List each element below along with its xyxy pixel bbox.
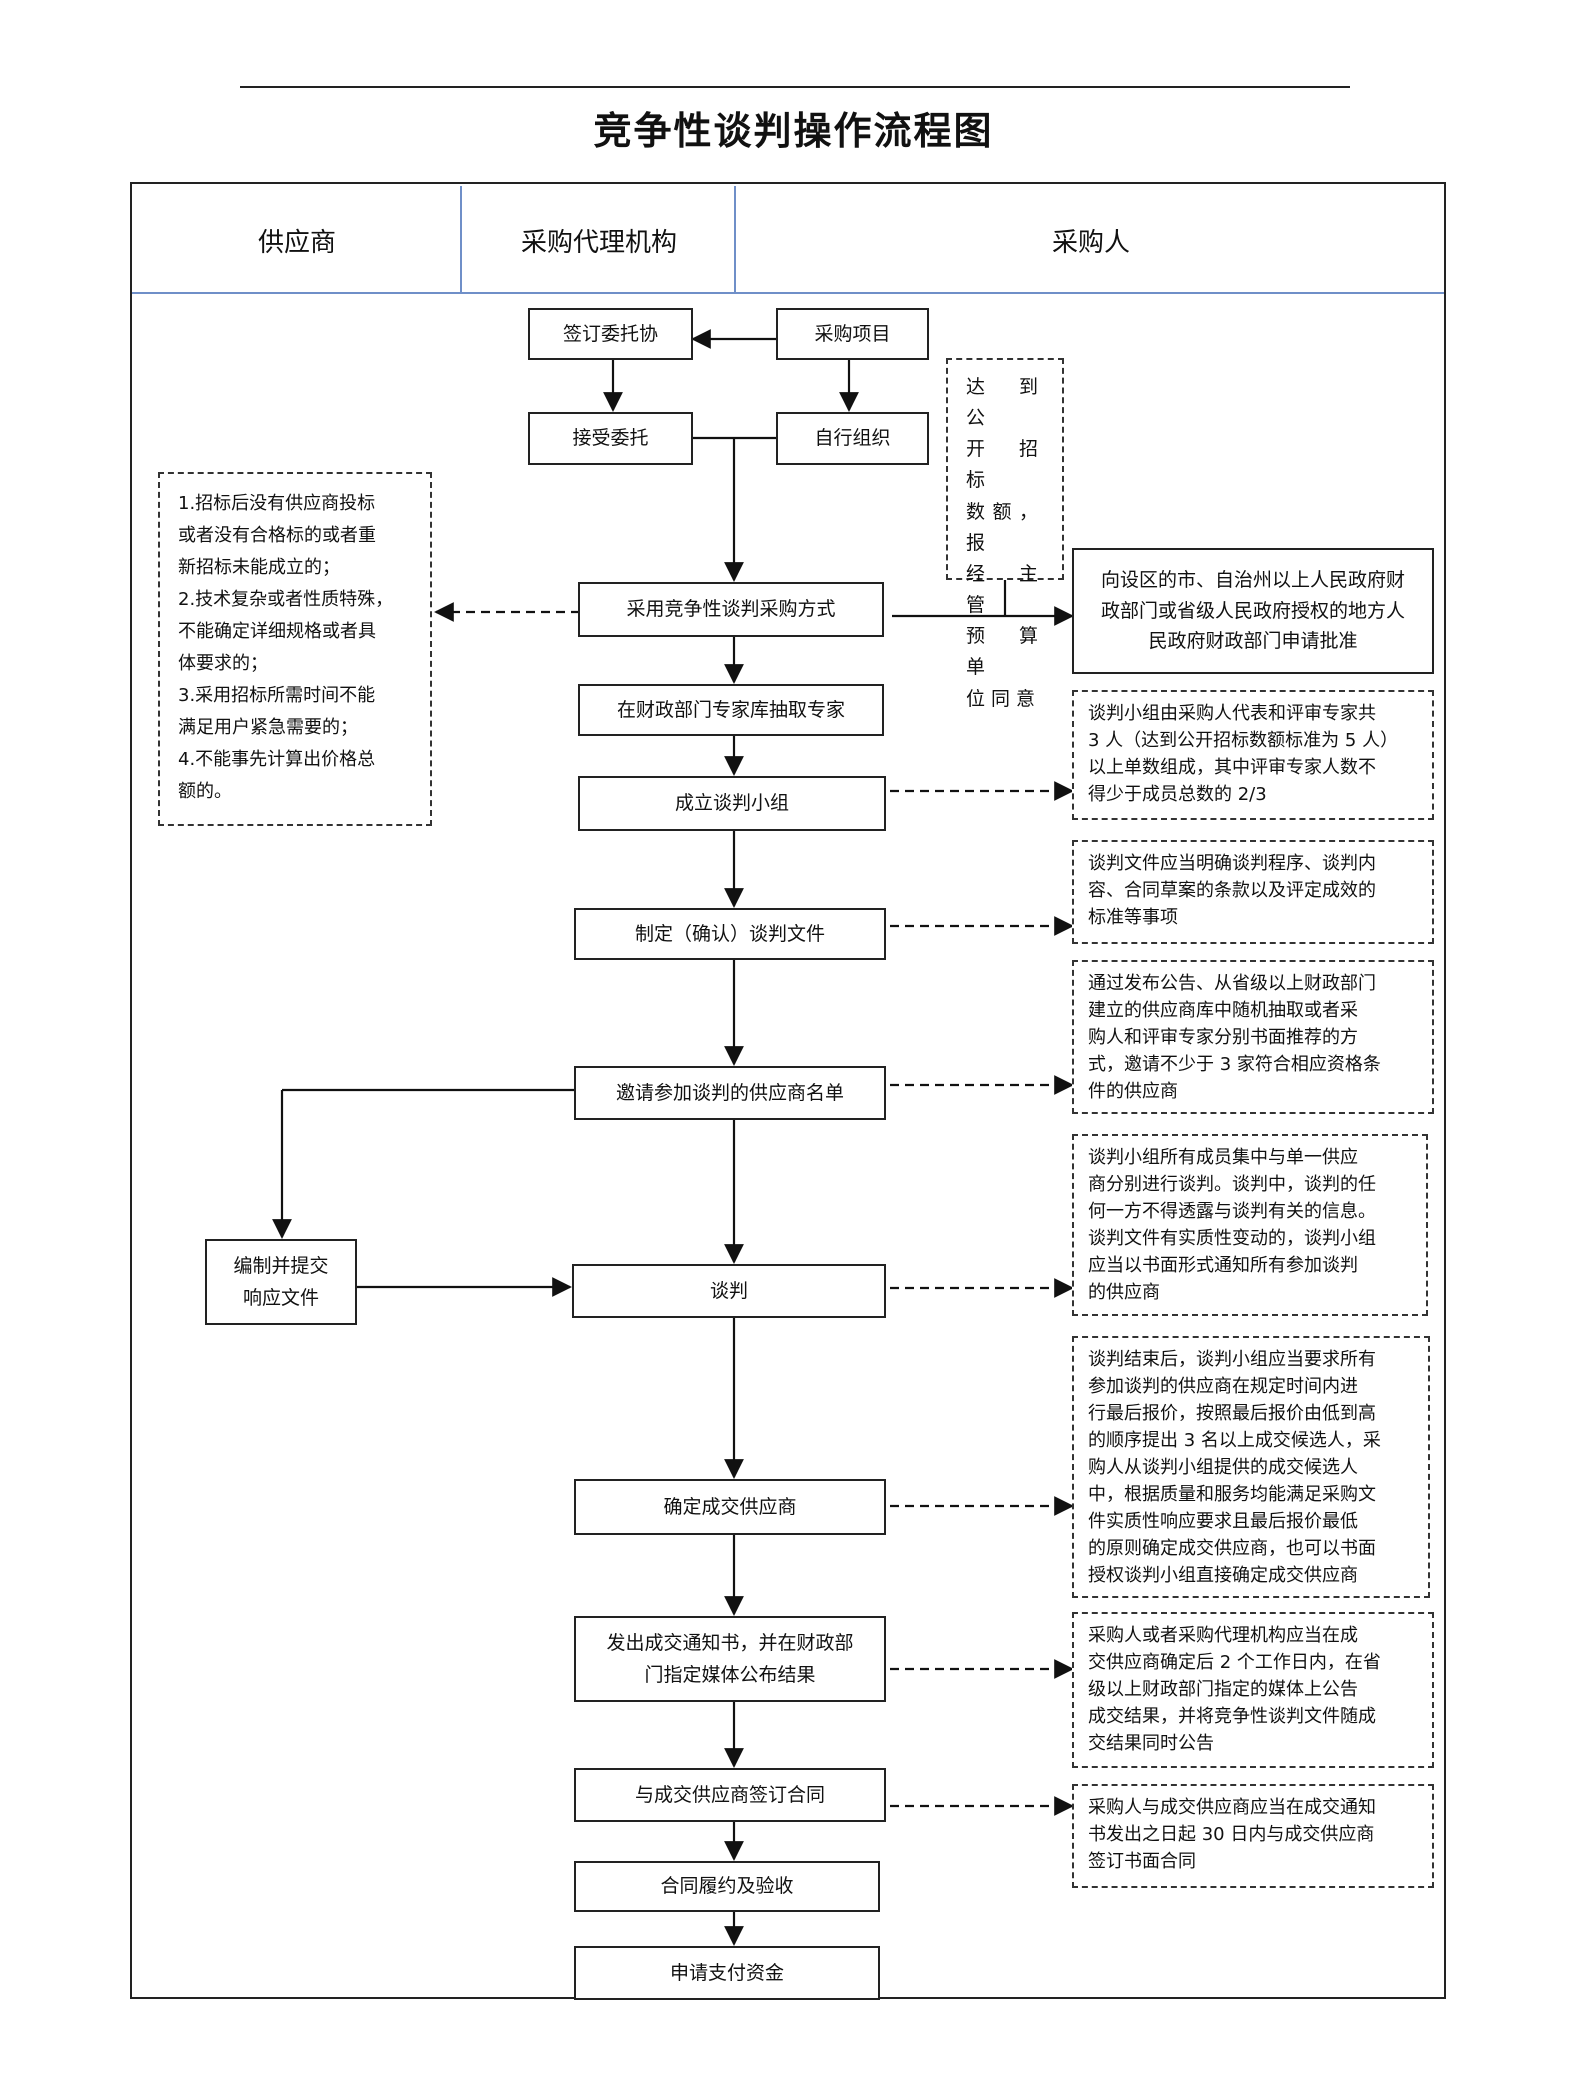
node-issue-notice: 发出成交通知书，并在财政部 门指定媒体公布结果: [574, 1616, 886, 1702]
node-accept-commission: 接受委托: [528, 412, 693, 465]
note-negotiate-rules: 谈判小组所有成员集中与单一供应 商分别进行谈判。谈判中，谈判的任 何一方不得透露…: [1072, 1134, 1428, 1316]
note-document-content: 谈判文件应当明确谈判程序、谈判内 容、合同草案的条款以及评定成效的 标准等事项: [1072, 840, 1434, 944]
node-make-documents: 制定（确认）谈判文件: [574, 908, 886, 960]
top-rule: [240, 86, 1350, 88]
node-sign-commission: 签订委托协: [528, 308, 693, 360]
node-prepare-response: 编制并提交 响应文件: [205, 1239, 357, 1325]
node-apply-approval: 向设区的市、自治州以上人民政府财 政部门或省级人民政府授权的地方人 民政府财政部…: [1072, 548, 1434, 674]
note-notice-rules: 采购人或者采购代理机构应当在成 交供应商确定后 2 个工作日内，在省 级以上财政…: [1072, 1612, 1434, 1768]
note-group-composition: 谈判小组由采购人代表和评审专家共 3 人（达到公开招标数额标准为 5 人） 以上…: [1072, 690, 1434, 820]
node-draw-experts: 在财政部门专家库抽取专家: [578, 684, 884, 736]
node-apply-payment: 申请支付资金: [574, 1946, 880, 2000]
node-invite-list: 邀请参加谈判的供应商名单: [574, 1066, 886, 1120]
note-contract-rules: 采购人与成交供应商应当在成交通知 书发出之日起 30 日内与成交供应商 签订书面…: [1072, 1784, 1434, 1888]
lane-header-purchaser: 采购人: [1051, 227, 1130, 258]
note-threshold: 达 到 公 开 招 标 数额，报 经 主 管 预 算 单 位同意: [946, 358, 1064, 710]
note-invite-method: 通过发布公告、从省级以上财政部门 建立的供应商库中随机抽取或者采 购人和评审专家…: [1072, 960, 1434, 1114]
node-procurement-project: 采购项目: [776, 308, 929, 360]
node-adopt-method: 采用竞争性谈判采购方式: [578, 582, 884, 637]
node-form-group: 成立谈判小组: [578, 776, 886, 831]
note-conditions: 1.招标后没有供应商投标 或者没有合格标的或者重 新招标未能成立的； 2.技术复…: [158, 472, 432, 826]
node-negotiate: 谈判: [572, 1264, 886, 1318]
node-determine-supplier: 确定成交供应商: [574, 1479, 886, 1535]
lane-header-rule: [132, 292, 1444, 294]
lane-header-supplier: 供应商: [257, 227, 336, 258]
page-title: 竞争性谈判操作流程图: [593, 109, 994, 153]
lane-divider: [734, 186, 736, 292]
node-sign-contract: 与成交供应商签订合同: [574, 1768, 886, 1822]
node-perform-accept: 合同履约及验收: [574, 1861, 880, 1912]
note-determine-rules: 谈判结束后，谈判小组应当要求所有 参加谈判的供应商在规定时间内进 行最后报价，按…: [1072, 1336, 1430, 1598]
lane-divider: [460, 186, 462, 292]
node-self-organize: 自行组织: [776, 412, 929, 465]
lane-header-agency: 采购代理机构: [520, 227, 677, 258]
